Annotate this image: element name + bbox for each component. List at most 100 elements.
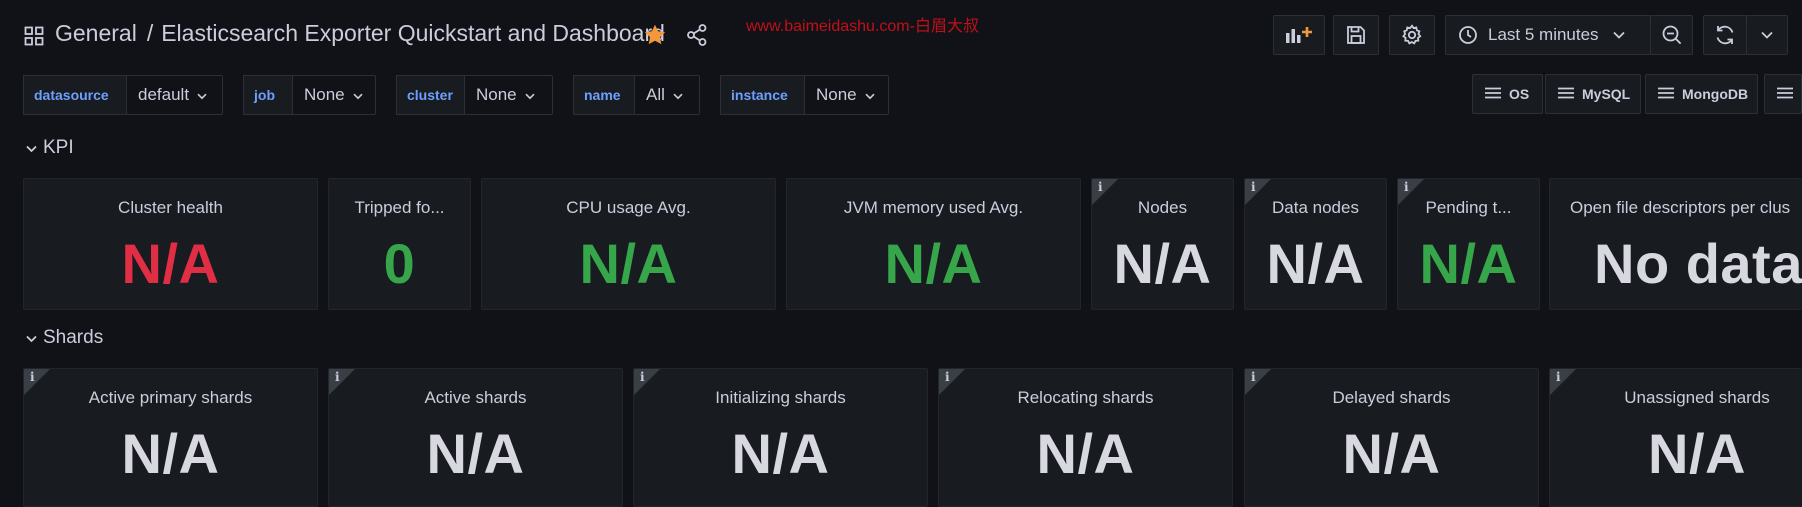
chevron-down-icon (197, 85, 207, 105)
row-title: KPI (43, 137, 74, 158)
panel-unassigned-shards[interactable]: i Unassigned shards N/A (1549, 368, 1802, 507)
variable-select-instance[interactable]: None (804, 75, 889, 115)
panel-title: Data nodes (1272, 198, 1359, 217)
panel-pending-tasks[interactable]: i Pending t... N/A (1397, 178, 1540, 310)
panel-title: Cluster health (118, 198, 223, 217)
bars-icon (1558, 86, 1574, 102)
variable-label-job: job (243, 75, 293, 115)
panel-value: No data (1594, 232, 1802, 295)
variable-value: default (138, 85, 190, 104)
chevron-down-icon (673, 85, 683, 105)
panel-cluster-health[interactable]: Cluster health N/A (23, 178, 318, 310)
panel-jvm-memory-used-avg[interactable]: JVM memory used Avg. N/A (786, 178, 1081, 310)
panel-title: Initializing shards (715, 388, 846, 407)
variable-value: None (816, 85, 857, 104)
bars-icon (1658, 86, 1674, 102)
info-icon[interactable]: i (30, 370, 35, 384)
panel-title: Delayed shards (1332, 388, 1451, 407)
panel-active-primary-shards[interactable]: i Active primary shards N/A (23, 368, 318, 507)
panel-cpu-usage-avg[interactable]: CPU usage Avg. N/A (481, 178, 776, 310)
panel-delayed-shards[interactable]: i Delayed shards N/A (1244, 368, 1539, 507)
panel-value: N/A (1113, 232, 1212, 295)
dashboard-link-label: MySQL (1582, 86, 1631, 102)
row-header-shards[interactable]: Shards (26, 327, 103, 349)
refresh-interval-dropdown[interactable] (1746, 15, 1788, 55)
breadcrumb-separator: / (146, 20, 154, 46)
bars-icon (1777, 86, 1793, 102)
chevron-down-icon (1612, 31, 1625, 39)
add-panel-button[interactable] (1273, 15, 1325, 55)
panel-value: N/A (1342, 422, 1441, 485)
info-icon[interactable]: i (640, 370, 645, 384)
panel-value: N/A (426, 422, 525, 485)
variable-select-name[interactable]: All (634, 75, 700, 115)
watermark-text: www.baimeidashu.com-白眉大叔 (746, 18, 979, 35)
zoom-out-button[interactable] (1650, 15, 1693, 55)
info-icon[interactable]: i (335, 370, 340, 384)
row-title: Shards (43, 327, 104, 348)
panel-value: N/A (121, 422, 220, 485)
panel-initializing-shards[interactable]: i Initializing shards N/A (633, 368, 928, 507)
chevron-down-icon (865, 85, 875, 105)
panel-tripped-for-breakers[interactable]: Tripped fo... 0 (328, 178, 471, 310)
panel-value: N/A (1419, 232, 1518, 295)
panel-title: Open file descriptors per clus (1570, 198, 1791, 217)
info-corner (1398, 179, 1424, 205)
info-corner (1092, 179, 1118, 205)
gear-icon (1401, 24, 1423, 46)
star-icon[interactable] (643, 23, 667, 47)
dashboard-link-partial[interactable]: A (1764, 74, 1802, 114)
dashboard-title[interactable]: Elasticsearch Exporter Quickstart and Da… (161, 20, 665, 46)
dashboard-link-os[interactable]: OS (1472, 74, 1543, 114)
save-icon (1346, 25, 1366, 45)
panel-active-shards[interactable]: i Active shards N/A (328, 368, 623, 507)
panel-value: N/A (121, 232, 220, 295)
dashboard-settings-button[interactable] (1389, 15, 1435, 55)
panel-title: Active shards (424, 388, 527, 407)
bars-icon (1485, 86, 1501, 102)
zoom-out-icon (1661, 24, 1683, 46)
refresh-icon (1714, 24, 1736, 46)
info-icon[interactable]: i (1251, 370, 1256, 384)
panel-open-file-descriptors[interactable]: Open file descriptors per clus No data (1549, 178, 1802, 310)
info-icon[interactable]: i (1251, 180, 1256, 194)
breadcrumb-folder[interactable]: General (55, 20, 137, 46)
save-dashboard-button[interactable] (1333, 15, 1379, 55)
share-icon[interactable] (686, 23, 708, 47)
variable-label-instance: instance (720, 75, 805, 115)
panel-title: Active primary shards (88, 388, 253, 407)
panel-title: Pending t... (1425, 198, 1512, 217)
chevron-down-icon (525, 85, 535, 105)
add-panel-icon (1284, 24, 1314, 46)
grid-icon[interactable] (24, 26, 44, 46)
breadcrumb: General / Elasticsearch Exporter Quickst… (55, 20, 665, 47)
info-icon[interactable]: i (1556, 370, 1561, 384)
panel-value: 0 (383, 232, 416, 295)
panel-value: N/A (1036, 422, 1135, 485)
info-corner (634, 369, 660, 395)
variable-value: None (476, 85, 517, 104)
variable-label-name: name (573, 75, 635, 115)
panel-title: Nodes (1137, 198, 1188, 217)
variable-select-job[interactable]: None (292, 75, 376, 115)
chevron-down-icon (1761, 31, 1773, 39)
panel-value: N/A (1266, 232, 1365, 295)
time-range-picker[interactable]: Last 5 minutes (1445, 15, 1651, 55)
variable-label-datasource: datasource (23, 75, 127, 115)
panel-value: N/A (884, 232, 983, 295)
variable-select-datasource[interactable]: default (126, 75, 223, 115)
info-icon[interactable]: i (1404, 180, 1409, 194)
refresh-button[interactable] (1703, 15, 1747, 55)
time-range-label: Last 5 minutes (1488, 25, 1599, 44)
info-icon[interactable]: i (945, 370, 950, 384)
panel-nodes[interactable]: i Nodes N/A (1091, 178, 1234, 310)
row-header-kpi[interactable]: KPI (26, 137, 74, 159)
dashboard-link-label: OS (1509, 86, 1530, 102)
variable-select-cluster[interactable]: None (464, 75, 553, 115)
dashboard-link-mongodb[interactable]: MongoDB (1645, 74, 1758, 114)
panel-data-nodes[interactable]: i Data nodes N/A (1244, 178, 1387, 310)
panel-title: Tripped fo... (354, 198, 445, 217)
dashboard-link-mysql[interactable]: MySQL (1545, 74, 1641, 114)
panel-relocating-shards[interactable]: i Relocating shards N/A (938, 368, 1233, 507)
info-icon[interactable]: i (1098, 180, 1103, 194)
